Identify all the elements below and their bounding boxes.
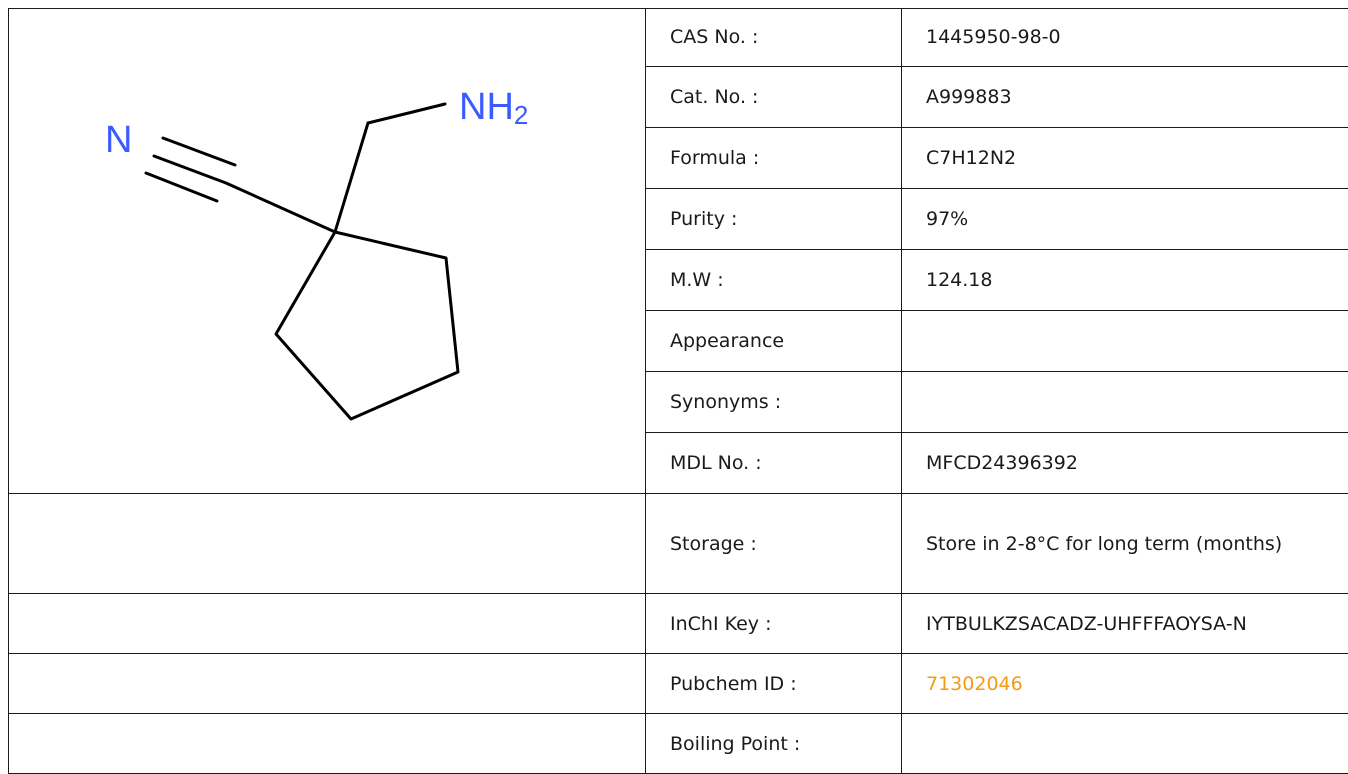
label-mw: M.W : bbox=[646, 249, 902, 310]
value-mdl: MFCD24396392 bbox=[902, 432, 1348, 493]
value-boiling-point bbox=[902, 714, 1348, 774]
table-row: InChI Key : IYTBULKZSACADZ-UHFFFAOYSA-N bbox=[9, 594, 1348, 654]
value-storage: Store in 2-8°C for long term (months) bbox=[902, 494, 1348, 594]
nitrile-n-label: N bbox=[105, 119, 132, 161]
value-appearance bbox=[902, 310, 1348, 371]
label-pubchem: Pubchem ID : bbox=[646, 654, 902, 714]
molecule-structure: N NH2 bbox=[9, 9, 645, 493]
amine-nh-label: NH2 bbox=[459, 86, 528, 130]
product-info-table: N NH2 CAS No. : 1445950-98-0 Cat. No. : … bbox=[8, 8, 1348, 774]
ch2-bond bbox=[335, 123, 368, 232]
empty-cell bbox=[9, 714, 646, 774]
label-purity: Purity : bbox=[646, 188, 902, 249]
empty-cell bbox=[9, 654, 646, 714]
amine-nh-text: NH bbox=[459, 86, 514, 128]
table-row: Pubchem ID : 71302046 bbox=[9, 654, 1348, 714]
value-synonyms bbox=[902, 371, 1348, 432]
label-formula: Formula : bbox=[646, 127, 902, 188]
value-formula: C7H12N2 bbox=[902, 127, 1348, 188]
value-mw: 124.18 bbox=[902, 249, 1348, 310]
cyclopentane-ring bbox=[276, 232, 458, 419]
value-pubchem-cell: 71302046 bbox=[902, 654, 1348, 714]
ch2-nh2-bond bbox=[368, 104, 445, 123]
amine-subscript: 2 bbox=[514, 100, 528, 130]
value-purity: 97% bbox=[902, 188, 1348, 249]
structure-image-cell: N NH2 bbox=[9, 9, 646, 494]
c-cn-bond bbox=[226, 183, 335, 232]
table-row: N NH2 CAS No. : 1445950-98-0 bbox=[9, 9, 1348, 67]
label-boiling-point: Boiling Point : bbox=[646, 714, 902, 774]
product-sheet: N NH2 CAS No. : 1445950-98-0 Cat. No. : … bbox=[8, 8, 1348, 762]
label-synonyms: Synonyms : bbox=[646, 371, 902, 432]
pubchem-id-link[interactable]: 71302046 bbox=[926, 673, 1023, 695]
label-inchi-key: InChI Key : bbox=[646, 594, 902, 654]
value-inchi-key: IYTBULKZSACADZ-UHFFFAOYSA-N bbox=[902, 594, 1348, 654]
table-row: Storage : Store in 2-8°C for long term (… bbox=[9, 494, 1348, 594]
label-cat: Cat. No. : bbox=[646, 66, 902, 127]
empty-cell bbox=[9, 594, 646, 654]
value-cat: A999883 bbox=[902, 66, 1348, 127]
label-mdl: MDL No. : bbox=[646, 432, 902, 493]
label-appearance: Appearance bbox=[646, 310, 902, 371]
label-storage: Storage : bbox=[646, 494, 902, 594]
table-row: Boiling Point : bbox=[9, 714, 1348, 774]
label-cas: CAS No. : bbox=[646, 9, 902, 67]
empty-cell bbox=[9, 494, 646, 594]
value-cas: 1445950-98-0 bbox=[902, 9, 1348, 67]
triple-bond-1 bbox=[163, 138, 235, 165]
bond-lines bbox=[146, 104, 458, 419]
